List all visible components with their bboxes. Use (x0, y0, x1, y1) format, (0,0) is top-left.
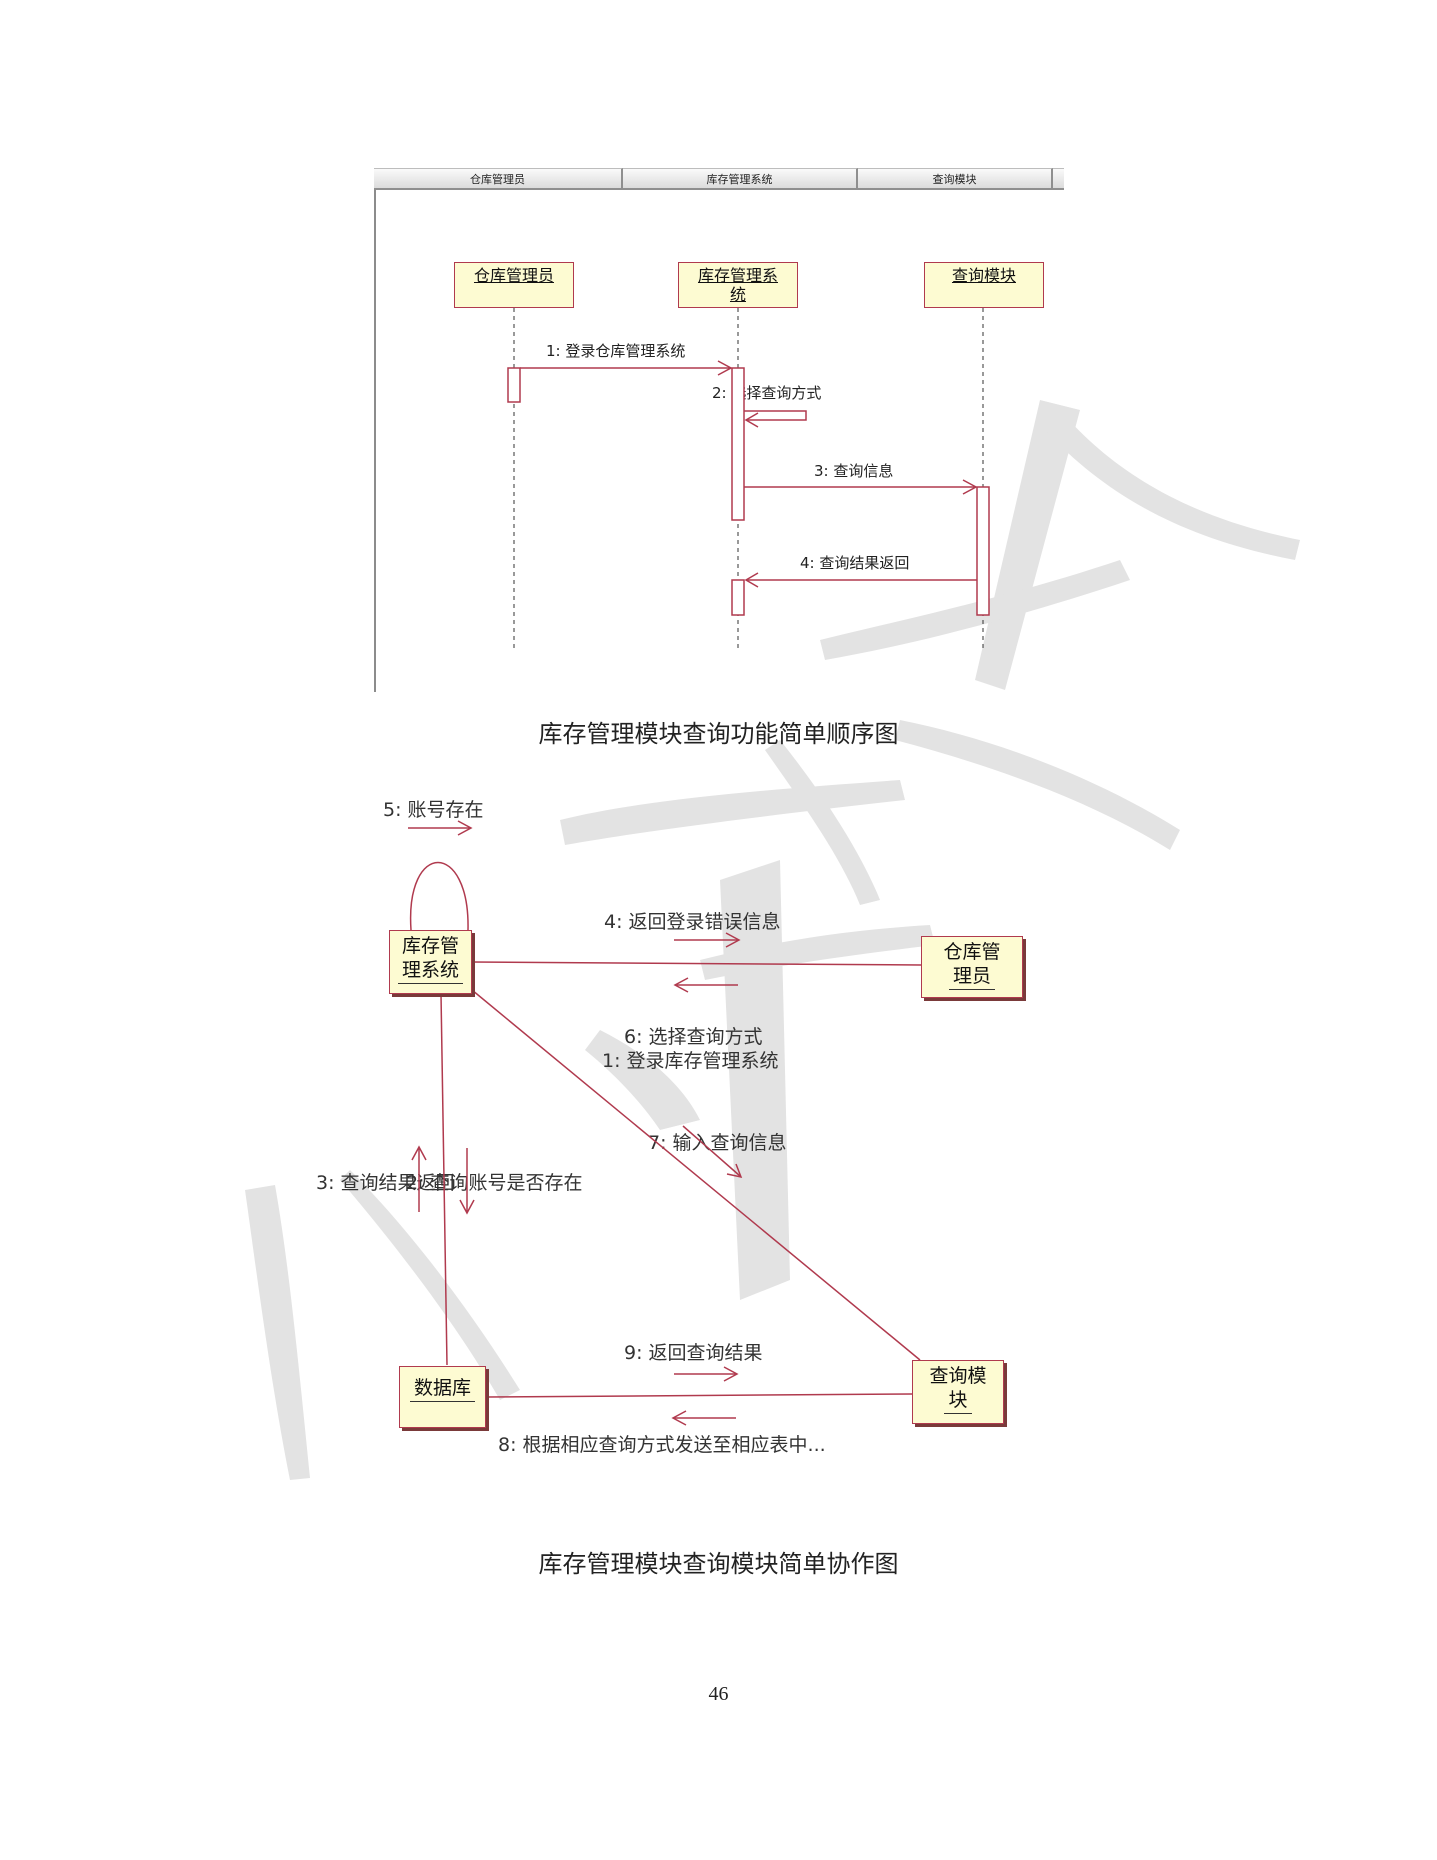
collab-object-admin: 仓库管 理员 (921, 936, 1023, 998)
collab-object-query: 查询模 块 (912, 1360, 1004, 1424)
collaboration-caption: 库存管理模块查询模块简单协作图 (538, 1550, 899, 1578)
collab-message-4: 4: 返回登录错误信息 (604, 911, 781, 933)
collab-object-admin-label-1: 仓库管 (943, 941, 1001, 963)
object-query-label: 查询模块 (951, 266, 1016, 285)
object-query: 查询模块 (924, 262, 1044, 308)
column-header-query: 查询模块 (858, 168, 1053, 190)
collab-message-8: 8: 根据相应查询方式发送至相应表中... (498, 1434, 826, 1456)
object-system-label-2: 统 (729, 285, 746, 304)
collab-message-3: 3: 查询结果返回 (316, 1172, 455, 1194)
sequence-caption: 库存管理模块查询功能简单顺序图 (538, 720, 899, 748)
collab-message-7: 7: 输入查询信息 (648, 1132, 787, 1154)
collab-object-system-label-2: 理系统 (397, 958, 463, 984)
column-header-end (1053, 168, 1064, 190)
column-header-admin: 仓库管理员 (374, 168, 623, 190)
collab-object-database: 数据库 (399, 1366, 486, 1428)
message-1-label: 1: 登录仓库管理系统 (546, 342, 686, 360)
collab-object-admin-label-2: 理员 (948, 964, 995, 990)
collab-object-query-label-1: 查询模 (929, 1365, 987, 1387)
collab-message-1: 1: 登录库存管理系统 (602, 1050, 779, 1072)
collab-object-query-label-2: 块 (944, 1388, 972, 1414)
message-4-label: 4: 查询结果返回 (800, 554, 910, 572)
collab-message-2: 2: 查询账号是否存在 (406, 1172, 583, 1194)
collab-message-6: 6: 选择查询方式 (624, 1026, 763, 1048)
object-admin: 仓库管理员 (454, 262, 574, 308)
object-system: 库存管理系 统 (678, 262, 798, 308)
object-admin-label: 仓库管理员 (473, 266, 554, 285)
collab-object-system-label-1: 库存管 (401, 935, 459, 957)
page-number: 46 (708, 1683, 729, 1705)
collab-object-system: 库存管 理系统 (389, 930, 472, 994)
column-header-system: 库存管理系统 (623, 168, 858, 190)
collab-object-database-label: 数据库 (409, 1376, 475, 1402)
collab-message-9: 9: 返回查询结果 (624, 1342, 763, 1364)
object-system-label-1: 库存管理系 (697, 266, 778, 285)
collab-message-5: 5: 账号存在 (383, 799, 484, 821)
message-3-label: 3: 查询信息 (814, 462, 894, 480)
